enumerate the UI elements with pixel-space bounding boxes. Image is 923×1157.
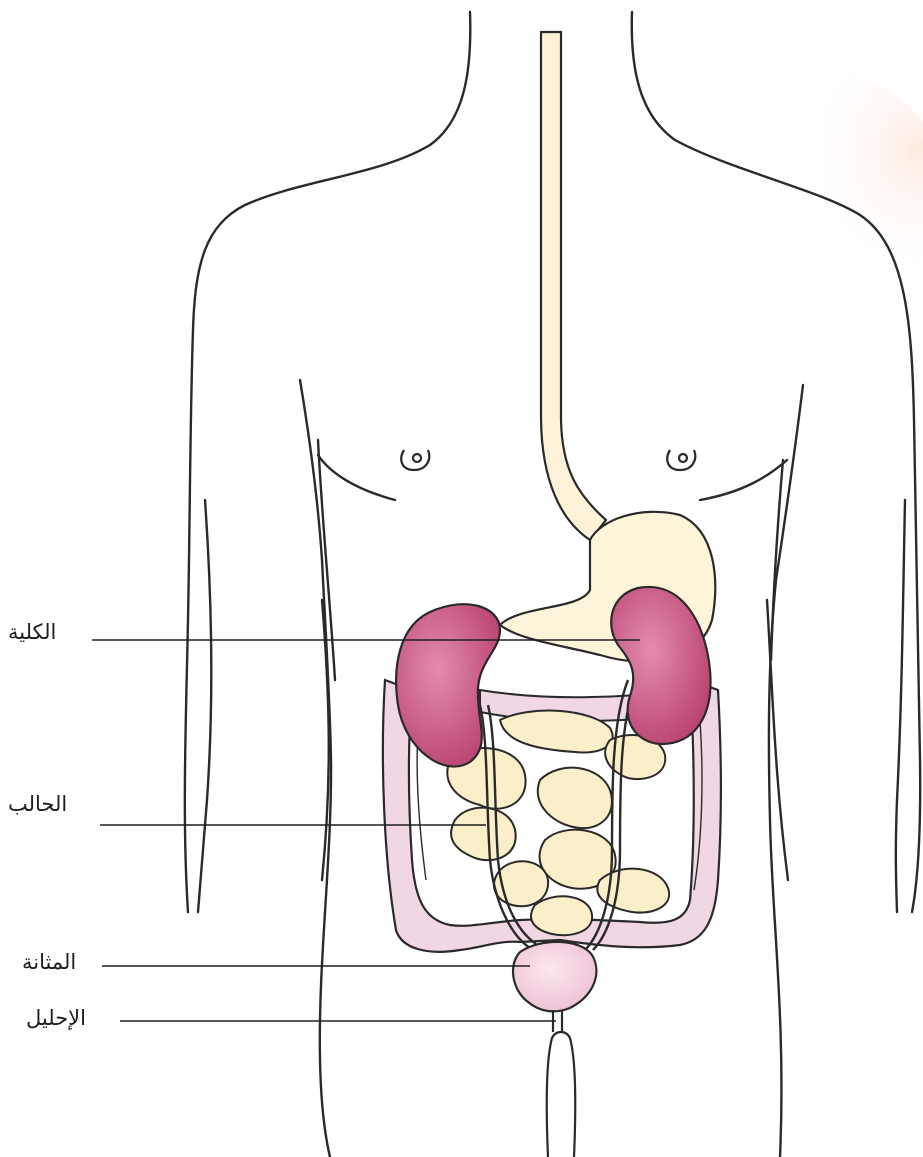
bladder-label: المثانة — [22, 950, 76, 974]
kidney-label: الكلية — [8, 620, 56, 644]
skin-shading — [680, 70, 923, 390]
bladder — [513, 942, 596, 1012]
urethra-label: الإحليل — [26, 1006, 86, 1030]
genital-outline — [547, 1032, 575, 1157]
esophagus — [541, 32, 606, 540]
ureter-label: الحالب — [8, 792, 67, 816]
